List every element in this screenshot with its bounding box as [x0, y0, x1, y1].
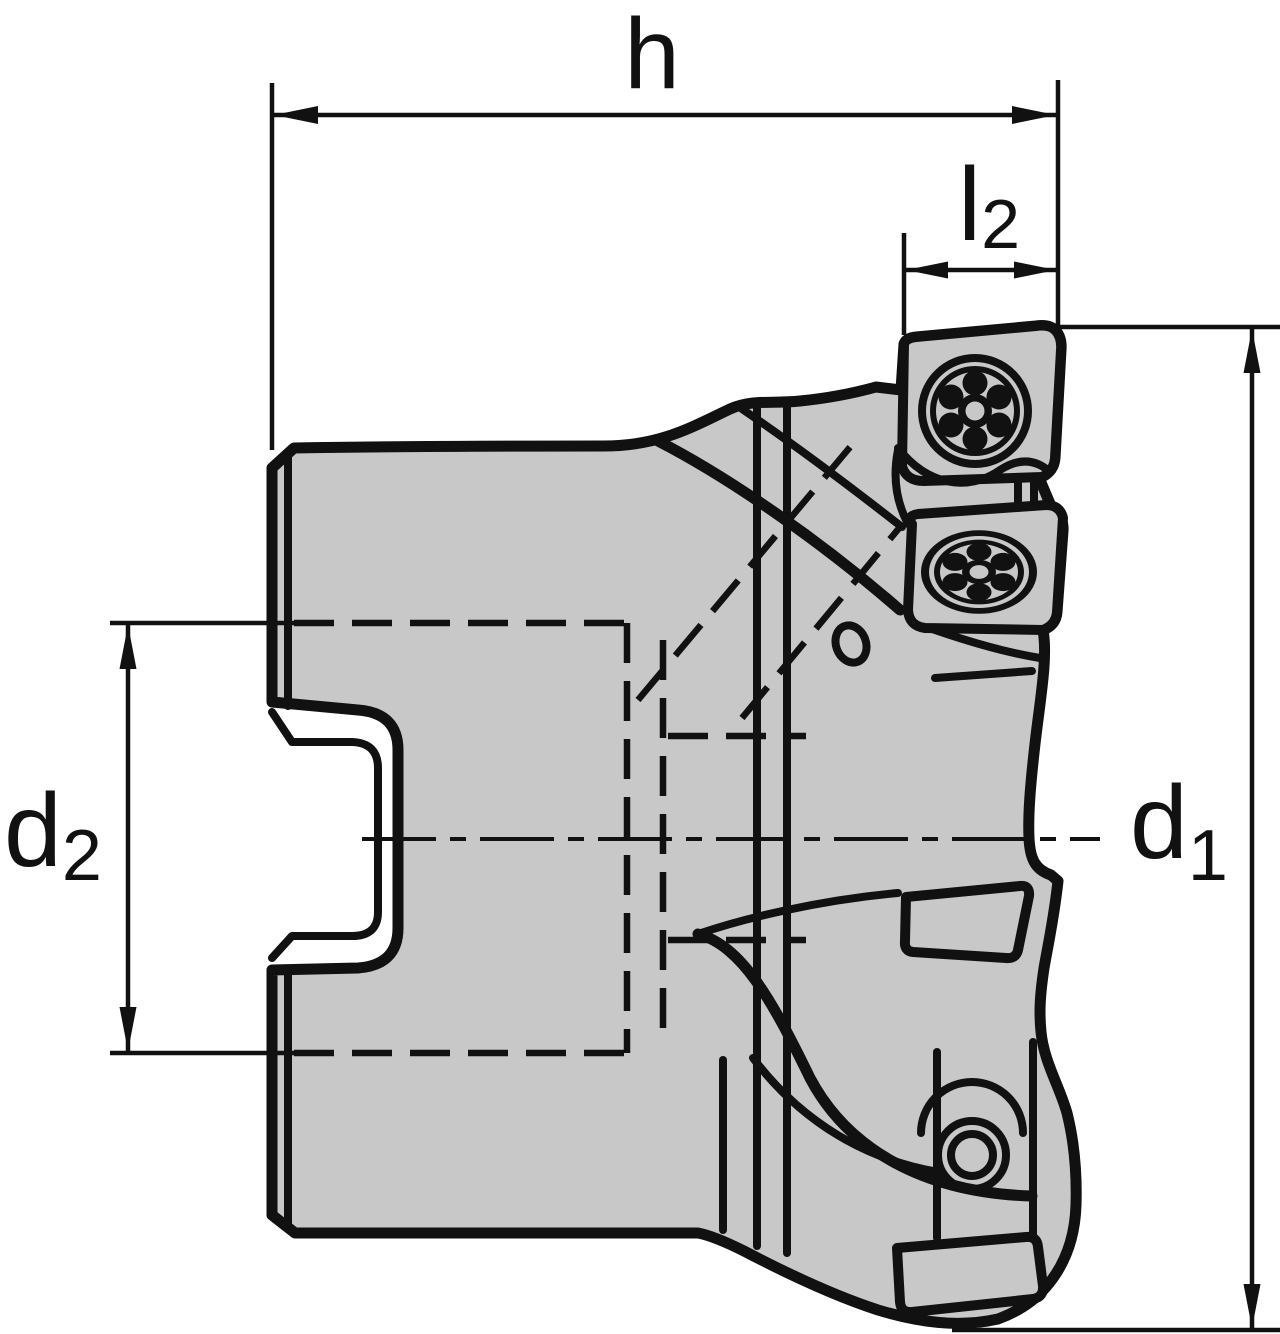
dimension-l2: l2: [901, 147, 1056, 335]
lower-insert-stations: [892, 880, 1049, 1318]
cutter-body-outline: [266, 320, 1082, 1329]
dimension-d1: d1: [952, 324, 1280, 1333]
torx-screw-second-icon: [921, 530, 1037, 614]
h-arrow-right: [1012, 106, 1056, 124]
l2-arrow-left: [906, 261, 948, 279]
insert-edge-mid: [899, 880, 1035, 964]
d2-arrow-top: [119, 625, 137, 669]
dimension-d1-label: d1: [1130, 765, 1228, 896]
front-face-lines: [719, 399, 1037, 1257]
clamp-wave-top: [894, 444, 1054, 487]
second-insert-station: [903, 500, 1068, 635]
dimension-h: h: [269, 0, 1061, 450]
countersink-hidden-line-2: [739, 524, 903, 721]
dimension-l2-label: l2: [958, 147, 1020, 263]
l2-arrow-right: [1014, 261, 1056, 279]
d1-arrow-top: [1243, 329, 1261, 373]
clamp-screw-icon: [917, 1078, 1027, 1193]
dimension-h-label: h: [624, 0, 680, 110]
h-arrow-left: [274, 106, 318, 124]
d1-arrow-bottom: [1243, 1284, 1261, 1328]
insert-edge-bottom: [892, 1231, 1049, 1318]
top-insert-station: [894, 320, 1067, 526]
coolant-hole: [831, 621, 871, 667]
d2-arrow-bottom: [119, 1007, 137, 1051]
dimension-d2-label: d2: [4, 773, 102, 896]
dimension-d2: d2: [4, 620, 294, 1056]
torx-screw-top-icon: [918, 354, 1032, 468]
